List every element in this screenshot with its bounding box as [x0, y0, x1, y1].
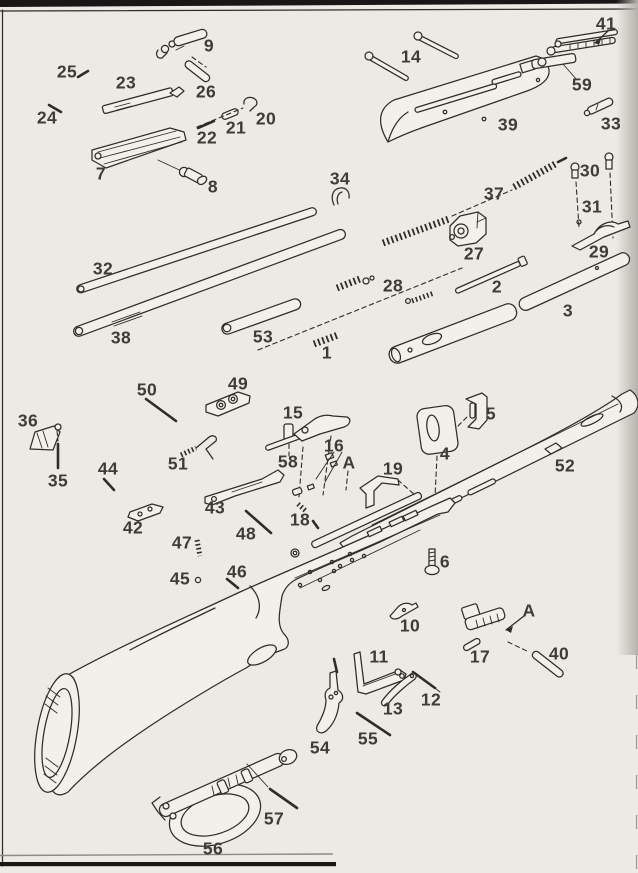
barrel-support-tube-drawing — [388, 303, 518, 364]
part-25-drawing — [76, 69, 90, 79]
part-2-drawing — [454, 255, 528, 294]
part-32-drawing — [76, 207, 317, 294]
part-40-drawing — [531, 650, 564, 678]
part-55-drawing — [355, 711, 392, 737]
part-20-drawing — [243, 96, 258, 112]
part-50-drawing — [144, 397, 178, 423]
part-21-drawing — [221, 108, 239, 120]
part-27-drawing — [448, 211, 487, 247]
part-12-drawing — [411, 670, 441, 693]
part-33-drawing — [583, 97, 614, 117]
part-10-drawing — [389, 602, 419, 620]
part-35-drawing — [56, 430, 60, 470]
part-30-drawing — [570, 162, 582, 229]
part-23-drawing — [101, 86, 185, 115]
part-6-drawing — [424, 548, 440, 576]
callout-a-1-dashed — [345, 470, 349, 491]
part-22-drawing — [196, 107, 244, 130]
part-19-drawing — [359, 475, 425, 509]
part-11-drawing — [353, 651, 407, 695]
leader-41-arrow — [594, 30, 609, 45]
part-7-drawing — [91, 127, 187, 169]
part-39-drawing — [380, 55, 550, 143]
part-8-drawing — [178, 166, 208, 186]
part-31-drawing — [604, 152, 615, 239]
part-5-drawing — [465, 392, 488, 430]
leader-9-26 — [191, 56, 207, 68]
part-51-drawing — [179, 435, 218, 460]
part-26-drawing — [184, 60, 211, 83]
part-43-drawing — [204, 469, 285, 506]
part-56-drawing — [151, 749, 298, 847]
part-28-drawing — [335, 275, 435, 305]
part-1-drawing — [312, 331, 340, 348]
part-13-drawing — [380, 672, 417, 707]
part-17-drawing — [461, 603, 530, 653]
part-45-drawing — [194, 576, 202, 584]
part-4-drawing — [416, 404, 469, 498]
part-44-drawing — [102, 477, 116, 492]
part-47-drawing — [194, 539, 203, 557]
part-42-drawing — [127, 503, 164, 522]
part-48-drawing — [244, 509, 273, 535]
callout-a-2-arrow — [505, 615, 525, 633]
part-34-drawing — [331, 187, 350, 206]
part-29-drawing — [571, 220, 631, 251]
part-38-drawing — [73, 228, 346, 337]
part-59-drawing — [531, 52, 578, 81]
part-57-drawing — [246, 763, 299, 810]
part-41-drawing — [546, 29, 618, 56]
part-54-drawing — [315, 657, 344, 734]
part-15-drawing — [265, 414, 351, 498]
part-36-drawing — [29, 423, 62, 451]
part-49-drawing — [205, 391, 251, 417]
part-3-drawing — [518, 252, 631, 311]
part-37-drawing — [381, 156, 568, 247]
part-24-drawing — [47, 103, 63, 114]
part-14-drawing — [364, 31, 459, 82]
part-18-drawing — [291, 483, 320, 530]
part-46-drawing — [225, 577, 240, 590]
part-9-drawing — [156, 28, 208, 59]
part-16-drawing — [315, 451, 343, 483]
assembly-axis-dashed — [257, 267, 463, 351]
assembled-stock-receiver-drawing — [34, 491, 456, 796]
part-53-drawing — [221, 298, 302, 335]
